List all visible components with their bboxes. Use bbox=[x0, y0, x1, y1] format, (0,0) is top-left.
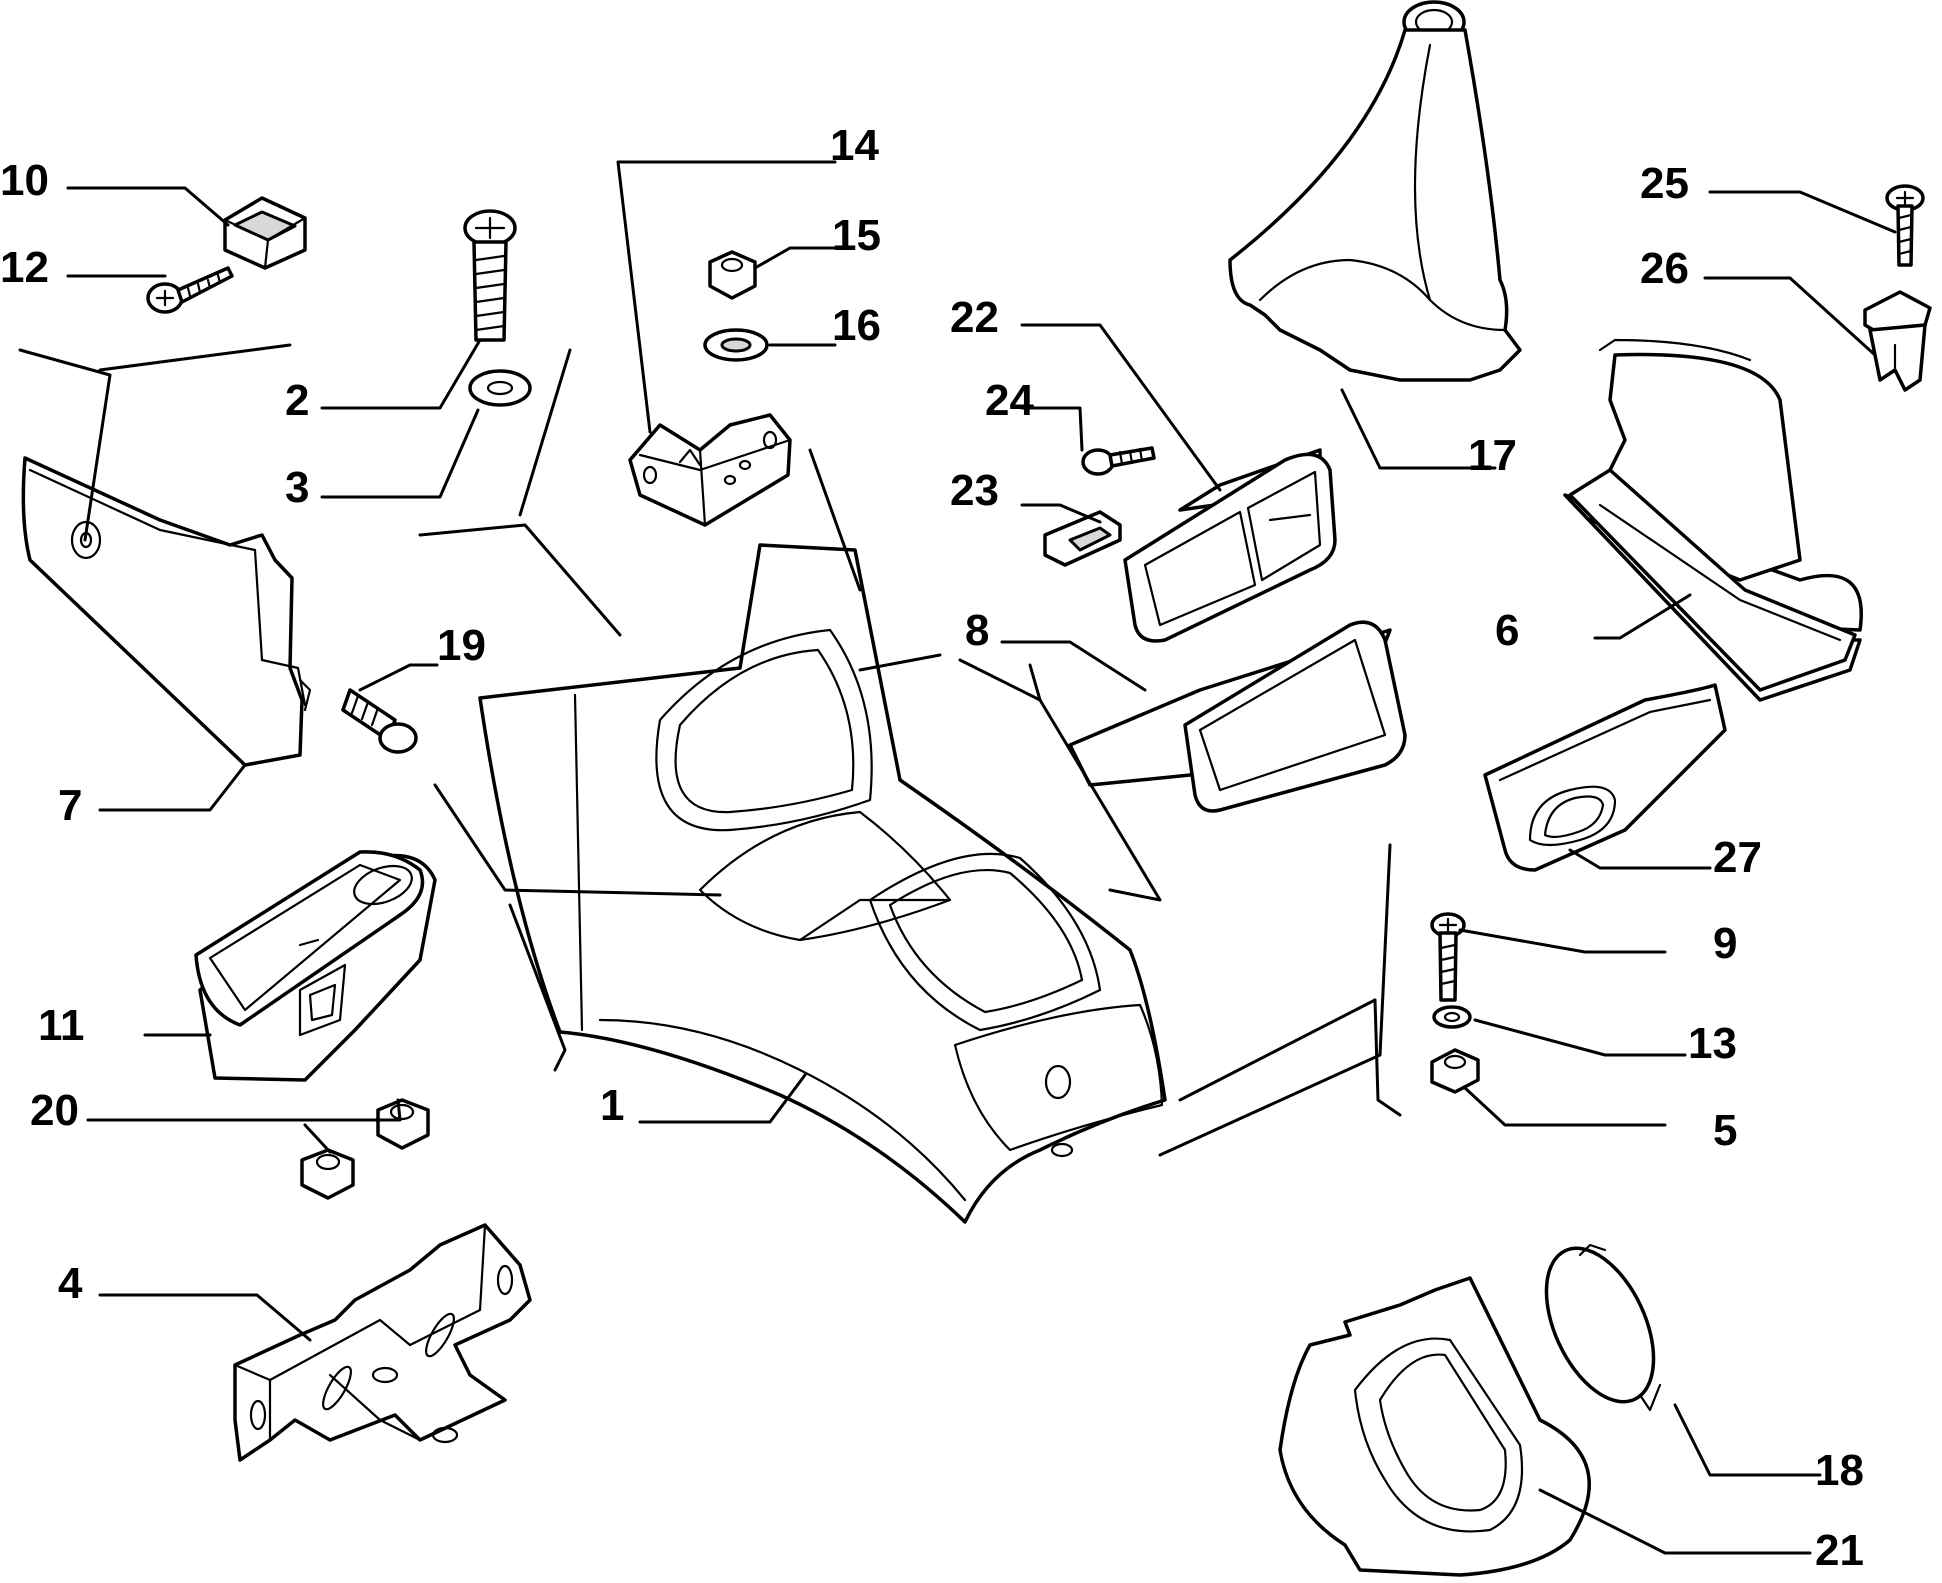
callout-13: 13 bbox=[1688, 1019, 1737, 1068]
part-clip-10 bbox=[223, 196, 307, 270]
part-nut-15 bbox=[708, 250, 757, 300]
part-nut-20b bbox=[300, 1148, 355, 1200]
callout-19: 19 bbox=[437, 621, 486, 670]
callout-20: 20 bbox=[30, 1086, 79, 1135]
callout-14: 14 bbox=[830, 121, 879, 170]
callout-15: 15 bbox=[832, 211, 881, 260]
callout-5: 5 bbox=[1713, 1106, 1737, 1155]
part-bracket-4 bbox=[233, 1223, 532, 1462]
part-cover-plate-27 bbox=[1483, 683, 1727, 872]
callout-26: 26 bbox=[1640, 244, 1689, 293]
assembly-guide-lines bbox=[18, 343, 1402, 1157]
part-side-panel-7 bbox=[21, 456, 312, 767]
part-bracket-14 bbox=[628, 413, 792, 527]
part-nut-5 bbox=[1430, 1048, 1480, 1094]
callout-6: 6 bbox=[1495, 606, 1519, 655]
leader-lines bbox=[66, 160, 1897, 1555]
callout-25: 25 bbox=[1640, 159, 1689, 208]
callout-7: 7 bbox=[58, 781, 82, 830]
part-bolt-9 bbox=[1430, 912, 1466, 1002]
part-lever-cover-6 bbox=[1563, 338, 1863, 702]
callout-12: 12 bbox=[0, 243, 49, 292]
part-bezel-22 bbox=[1123, 448, 1337, 643]
part-storage-box-11 bbox=[194, 850, 437, 1082]
callout-4: 4 bbox=[58, 1259, 83, 1308]
callout-3: 3 bbox=[285, 463, 309, 512]
part-screw-25 bbox=[1885, 184, 1925, 267]
callout-labels: 10 12 2 3 7 19 11 20 4 14 15 16 1 22 24 … bbox=[0, 121, 1864, 1575]
callout-23: 23 bbox=[950, 466, 999, 515]
callout-24: 24 bbox=[985, 376, 1034, 425]
callout-11: 11 bbox=[38, 1001, 85, 1050]
callout-16: 16 bbox=[832, 301, 881, 350]
part-washer-13 bbox=[1432, 1005, 1472, 1029]
part-shift-surround-21 bbox=[1278, 1276, 1591, 1577]
callout-2: 2 bbox=[285, 376, 309, 425]
part-washer-16 bbox=[703, 328, 769, 362]
callout-10: 10 bbox=[0, 156, 49, 205]
callout-18: 18 bbox=[1815, 1446, 1864, 1495]
callout-22: 22 bbox=[950, 293, 999, 342]
part-bolt-19 bbox=[341, 688, 418, 754]
callout-1: 1 bbox=[600, 1081, 624, 1130]
part-gear-boot-17 bbox=[1228, 0, 1522, 382]
part-cover-cap-18 bbox=[1544, 1243, 1662, 1412]
part-center-console bbox=[478, 543, 1167, 1224]
part-washer-3 bbox=[468, 369, 532, 407]
callout-8: 8 bbox=[965, 606, 989, 655]
part-nut-20a bbox=[376, 1098, 430, 1150]
part-screw-12 bbox=[146, 266, 234, 314]
part-trim-tray-8 bbox=[1068, 620, 1407, 813]
part-bolt-24 bbox=[1081, 446, 1156, 476]
part-switch-23 bbox=[1043, 510, 1122, 567]
part-screw-2 bbox=[463, 209, 517, 342]
callout-9: 9 bbox=[1713, 919, 1737, 968]
callout-27: 27 bbox=[1713, 833, 1762, 882]
callout-17: 17 bbox=[1468, 431, 1517, 480]
part-clip-26 bbox=[1863, 290, 1932, 392]
callout-21: 21 bbox=[1815, 1526, 1864, 1575]
